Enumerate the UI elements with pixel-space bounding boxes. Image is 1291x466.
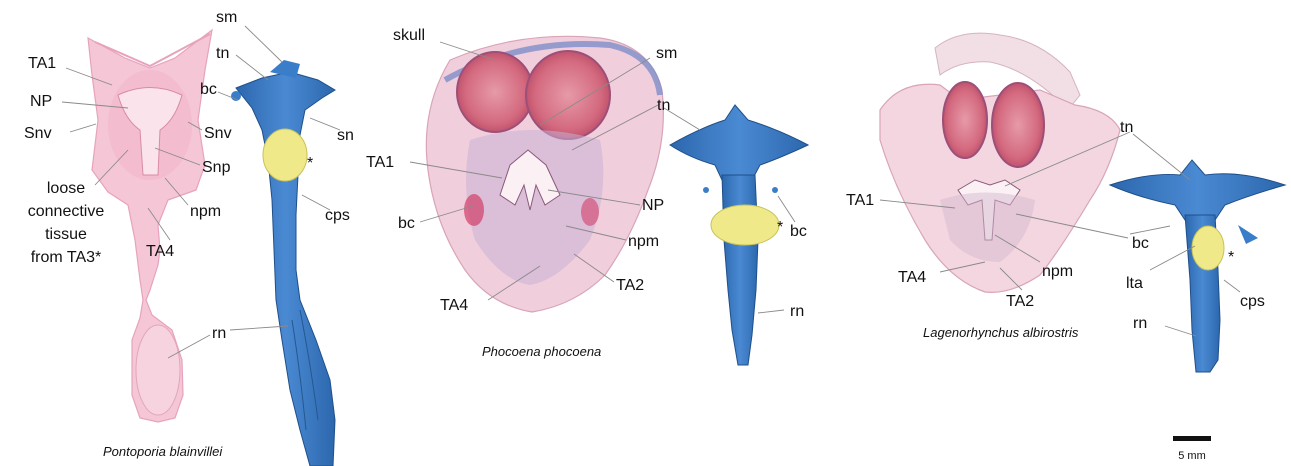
- label-sm: sm: [656, 45, 677, 62]
- pontoporia-rn-ellipse: [136, 325, 180, 415]
- panel-pontoporia: sm tn TA1 NP bc sn Snv Snv Snp * loose c…: [24, 9, 354, 466]
- label-loose-1: loose: [47, 180, 85, 197]
- phocoena-red-patch-right: [581, 198, 599, 226]
- label-asterisk: *: [777, 219, 783, 236]
- label-tn: tn: [216, 45, 229, 62]
- label-Snv-right: Snv: [204, 125, 232, 142]
- label-bc-left: bc: [398, 215, 415, 232]
- panel-lagenorhynchus: tn TA1 bc npm * TA4 lta TA2 cps rn Lagen…: [846, 33, 1285, 462]
- label-bc: bc: [200, 81, 217, 98]
- label-loose-4: from TA3*: [31, 249, 102, 266]
- lagenorhynchus-histology-section: [880, 33, 1120, 292]
- phocoena-blue-small-blob: [703, 187, 709, 193]
- label-rn: rn: [212, 325, 226, 342]
- label-TA2: TA2: [616, 277, 644, 294]
- lagenorhynchus-3d-model: [1110, 160, 1285, 372]
- scale-bar-line: [1173, 436, 1211, 441]
- label-bc-right: bc: [790, 223, 807, 240]
- label-npm: npm: [1042, 263, 1073, 280]
- phocoena-blue-bc-blob: [772, 187, 778, 193]
- label-TA4: TA4: [440, 297, 468, 314]
- species-pontoporia: Pontoporia blainvillei: [103, 444, 223, 459]
- phocoena-yellow-cartilage: [711, 205, 779, 245]
- label-Snp: Snp: [202, 159, 231, 176]
- label-TA4: TA4: [898, 269, 926, 286]
- label-NP: NP: [642, 197, 664, 214]
- label-lta: lta: [1126, 275, 1143, 292]
- label-rn: rn: [1133, 315, 1147, 332]
- lagenorhynchus-eye-right: [992, 83, 1044, 167]
- label-npm: npm: [628, 233, 659, 250]
- label-sn: sn: [337, 127, 354, 144]
- phocoena-eye-left: [457, 52, 533, 132]
- label-Snv-left: Snv: [24, 125, 52, 142]
- label-loose-2: connective: [28, 203, 105, 220]
- label-asterisk: *: [307, 155, 313, 172]
- phocoena-blue-stem: [722, 175, 758, 365]
- species-lagenorhynchus: Lagenorhynchus albirostris: [923, 325, 1079, 340]
- label-loose-3: tissue: [45, 226, 87, 243]
- pontoporia-3d-model: [231, 60, 335, 466]
- species-phocoena: Phocoena phocoena: [482, 344, 601, 359]
- label-skull: skull: [393, 27, 425, 44]
- label-sm: sm: [216, 9, 237, 26]
- label-cps: cps: [1240, 293, 1265, 310]
- lagenorhynchus-blue-side: [1238, 225, 1258, 244]
- pontoporia-yellow-cartilage: [263, 129, 307, 181]
- phocoena-eye-right: [526, 51, 610, 139]
- label-TA4: TA4: [146, 243, 174, 260]
- label-cps: cps: [325, 207, 350, 224]
- label-rn: rn: [790, 303, 804, 320]
- lagenorhynchus-eye-left: [943, 82, 987, 158]
- pontoporia-histology-section: [88, 30, 212, 422]
- phocoena-red-patch-left: [464, 194, 484, 226]
- label-TA1: TA1: [366, 154, 394, 171]
- label-asterisk: *: [1228, 249, 1234, 266]
- lagenorhynchus-yellow-cartilage: [1192, 226, 1224, 270]
- panel-phocoena: skull sm tn TA1 NP bc bc npm * TA2 TA4 r…: [366, 27, 808, 365]
- label-NP: NP: [30, 93, 52, 110]
- label-TA1: TA1: [28, 55, 56, 72]
- scale-bar-label: 5 mm: [1178, 450, 1206, 462]
- label-TA2: TA2: [1006, 293, 1034, 310]
- scale-bar: 5 mm: [1173, 436, 1211, 462]
- label-tn: tn: [1120, 119, 1133, 136]
- phocoena-blue-top: [670, 105, 808, 180]
- label-TA1: TA1: [846, 192, 874, 209]
- label-npm: npm: [190, 203, 221, 220]
- lagenorhynchus-blue-top: [1110, 160, 1285, 220]
- phocoena-3d-model: [670, 105, 808, 365]
- label-bc: bc: [1132, 235, 1149, 252]
- phocoena-histology-section: [426, 36, 663, 312]
- label-tn: tn: [657, 97, 670, 114]
